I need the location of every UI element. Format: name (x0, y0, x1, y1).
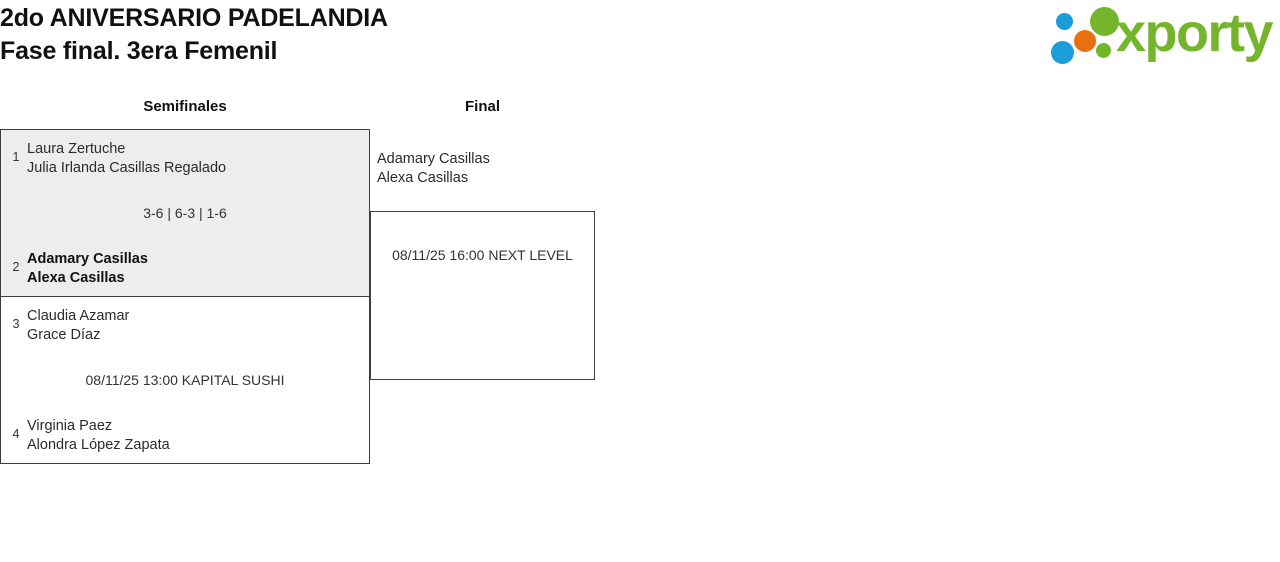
team-entry-winner: Adamary Casillas Alexa Casillas (1, 250, 369, 288)
player-name: Laura Zertuche (27, 141, 126, 157)
match-schedule: 08/11/25 16:00 NEXT LEVEL (392, 247, 573, 263)
player-name: Alexa Casillas (377, 170, 469, 186)
tournament-title-line-2: Fase final. 3era Femenil (0, 37, 278, 65)
seed-number: 2 (12, 260, 20, 274)
match-schedule: 08/11/25 13:00 KAPITAL SUSHI (85, 372, 285, 388)
logo-dot-blue-bottom-icon (1051, 41, 1074, 64)
player-name: Grace Díaz (27, 327, 101, 343)
match-final[interactable]: 08/11/25 16:00 NEXT LEVEL (370, 211, 595, 380)
player-name: Claudia Azamar (27, 308, 130, 324)
round-header-final: Final (464, 98, 500, 115)
tournament-title-line-1: 2do ANIVERSARIO PADELANDIA (0, 4, 388, 32)
player-name: Julia Irlanda Casillas Regalado (27, 160, 227, 176)
match-semifinal-1[interactable]: 1 Laura Zertuche Julia Irlanda Casillas … (0, 129, 370, 297)
team-entry: Virginia Paez Alondra López Zapata (1, 417, 369, 455)
logo-wordmark: xporty (1116, 3, 1274, 63)
seed-number: 1 (12, 150, 20, 164)
seed-number: 3 (12, 317, 20, 331)
page-header: 2do ANIVERSARIO PADELANDIA Fase final. 3… (0, 0, 1280, 80)
player-name: Adamary Casillas (27, 251, 148, 267)
seed-number: 4 (12, 427, 20, 441)
logo-dot-orange-icon (1074, 30, 1096, 52)
player-name: Alexa Casillas (27, 270, 125, 286)
team-entry: Claudia Azamar Grace Díaz (1, 307, 369, 345)
player-name: Virginia Paez (27, 418, 113, 434)
final-advancing-team: Adamary Casillas Alexa Casillas (377, 150, 595, 188)
xporty-logo[interactable]: xporty (1050, 3, 1274, 67)
team-entry: Laura Zertuche Julia Irlanda Casillas Re… (1, 140, 369, 178)
logo-dot-green-small-icon (1096, 43, 1111, 58)
match-score: 3-6 | 6-3 | 1-6 (143, 205, 227, 221)
logo-dot-blue-top-icon (1056, 13, 1073, 30)
match-semifinal-2[interactable]: 3 Claudia Azamar Grace Díaz 08/11/25 13:… (0, 296, 370, 464)
round-header-semifinales: Semifinales (143, 98, 227, 115)
logo-dot-green-large-icon (1090, 7, 1119, 36)
player-name: Alondra López Zapata (27, 437, 170, 453)
player-name: Adamary Casillas (377, 151, 490, 167)
logo-dots-icon (1050, 5, 1122, 67)
tournament-title: 2do ANIVERSARIO PADELANDIA Fase final. 3… (0, 2, 388, 68)
